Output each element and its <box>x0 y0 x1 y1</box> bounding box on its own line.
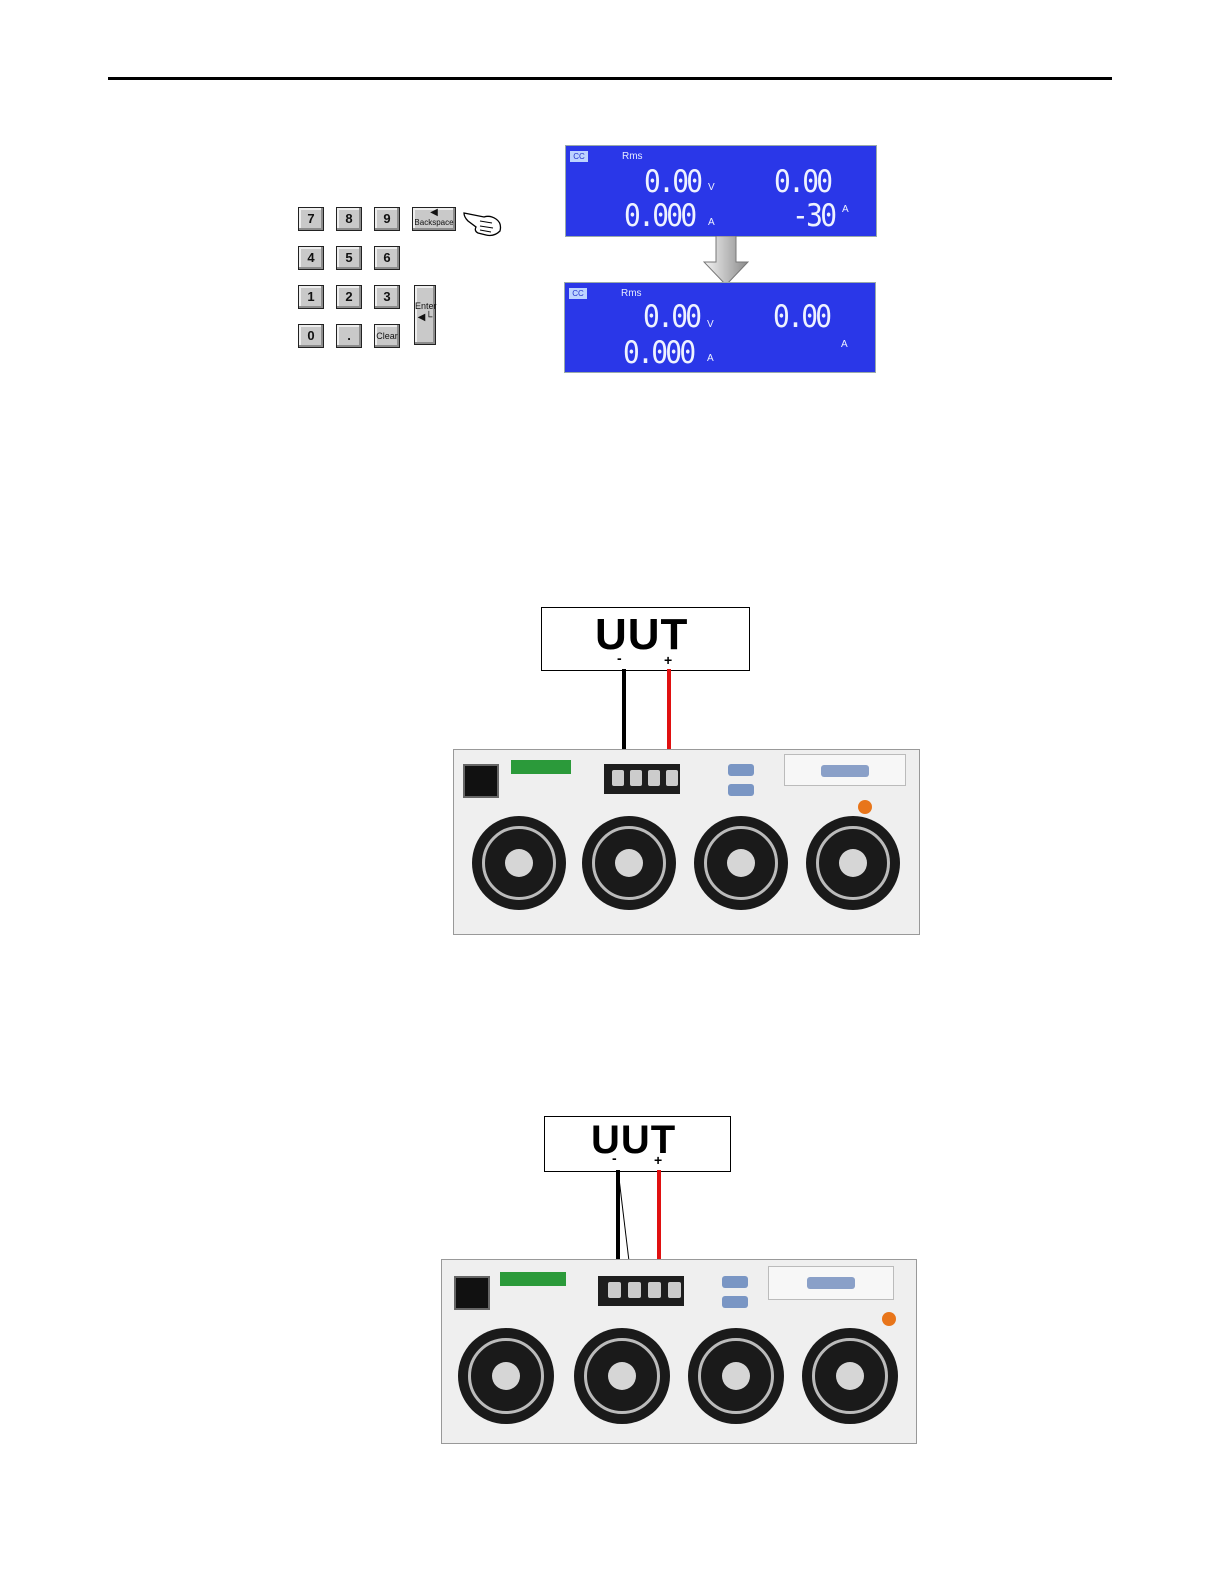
output-terminal-block[interactable] <box>604 764 680 794</box>
positive-terminal-label: + <box>654 1152 662 1168</box>
key-9[interactable]: 9 <box>374 207 400 231</box>
rms-label: Rms <box>622 151 643 162</box>
voltage-unit: V <box>708 182 715 193</box>
power-inlet <box>463 764 499 798</box>
uut-label: UUT <box>591 1118 676 1163</box>
key-8[interactable]: 8 <box>336 207 362 231</box>
setting-unit: A <box>841 339 848 350</box>
serial-port <box>728 764 754 776</box>
current-readout: 0.000 <box>624 200 694 232</box>
cooling-fan <box>806 816 900 910</box>
backspace-label: Backspace <box>413 218 455 228</box>
header-rule <box>108 77 1112 80</box>
serial-port <box>722 1276 748 1288</box>
key-4[interactable]: 4 <box>298 246 324 270</box>
rear-panel-1 <box>453 749 920 935</box>
setting-readout-top: 0.00 <box>773 301 829 333</box>
negative-terminal-label: - <box>617 650 622 666</box>
current-unit: A <box>708 217 715 228</box>
key-2[interactable]: 2 <box>336 285 362 309</box>
current-readout: 0.000 <box>623 337 693 369</box>
cooling-fan <box>582 816 676 910</box>
arrow-down-icon <box>703 236 749 286</box>
cooling-fan <box>472 816 566 910</box>
setting-readout-top: 0.00 <box>774 166 830 198</box>
key-5[interactable]: 5 <box>336 246 362 270</box>
enter-label: Enter <box>415 300 435 312</box>
certification-mark <box>858 800 872 814</box>
cooling-fan <box>802 1328 898 1424</box>
mode-badge: CC <box>570 151 588 162</box>
cooling-fan <box>574 1328 670 1424</box>
lcd-display-after: CC Rms 0.00 V 0.000 A 0.00 A <box>564 282 876 373</box>
uut-box: UUT <box>544 1116 731 1172</box>
mode-badge: CC <box>569 288 587 299</box>
certification-mark <box>882 1312 896 1326</box>
pointing-hand-icon <box>462 207 504 237</box>
current-unit: A <box>707 353 714 364</box>
voltage-readout: 0.00 <box>643 301 699 333</box>
gpib-plate <box>784 754 906 786</box>
key-dot[interactable]: . <box>336 324 362 348</box>
voltage-readout: 0.00 <box>644 166 700 198</box>
clear-key[interactable]: Clear <box>374 324 400 348</box>
uut-label: UUT <box>595 610 688 660</box>
cooling-fan <box>694 816 788 910</box>
positive-terminal-label: + <box>664 652 672 668</box>
enter-key[interactable]: Enter ◀└ <box>414 285 436 345</box>
power-inlet <box>454 1276 490 1310</box>
terminal-block-green <box>511 760 571 774</box>
serial-port <box>722 1296 748 1308</box>
uut-box: UUT <box>541 607 750 671</box>
negative-terminal-label: - <box>612 1150 617 1166</box>
rms-label: Rms <box>621 288 642 299</box>
cooling-fan <box>458 1328 554 1424</box>
terminal-block-green <box>500 1272 566 1286</box>
setting-readout-bottom: -30 <box>792 200 834 232</box>
voltage-unit: V <box>707 319 714 330</box>
setting-unit: A <box>842 204 849 215</box>
cooling-fan <box>688 1328 784 1424</box>
serial-port <box>728 784 754 796</box>
lcd-display-before: CC Rms 0.00 V 0.000 A 0.00 -30 A <box>565 145 877 237</box>
key-7[interactable]: 7 <box>298 207 324 231</box>
key-6[interactable]: 6 <box>374 246 400 270</box>
key-0[interactable]: 0 <box>298 324 324 348</box>
key-3[interactable]: 3 <box>374 285 400 309</box>
backspace-key[interactable]: ◀ Backspace <box>412 207 456 231</box>
key-1[interactable]: 1 <box>298 285 324 309</box>
gpib-plate <box>768 1266 894 1300</box>
output-terminal-block[interactable] <box>598 1276 684 1306</box>
rear-panel-2 <box>441 1259 917 1444</box>
